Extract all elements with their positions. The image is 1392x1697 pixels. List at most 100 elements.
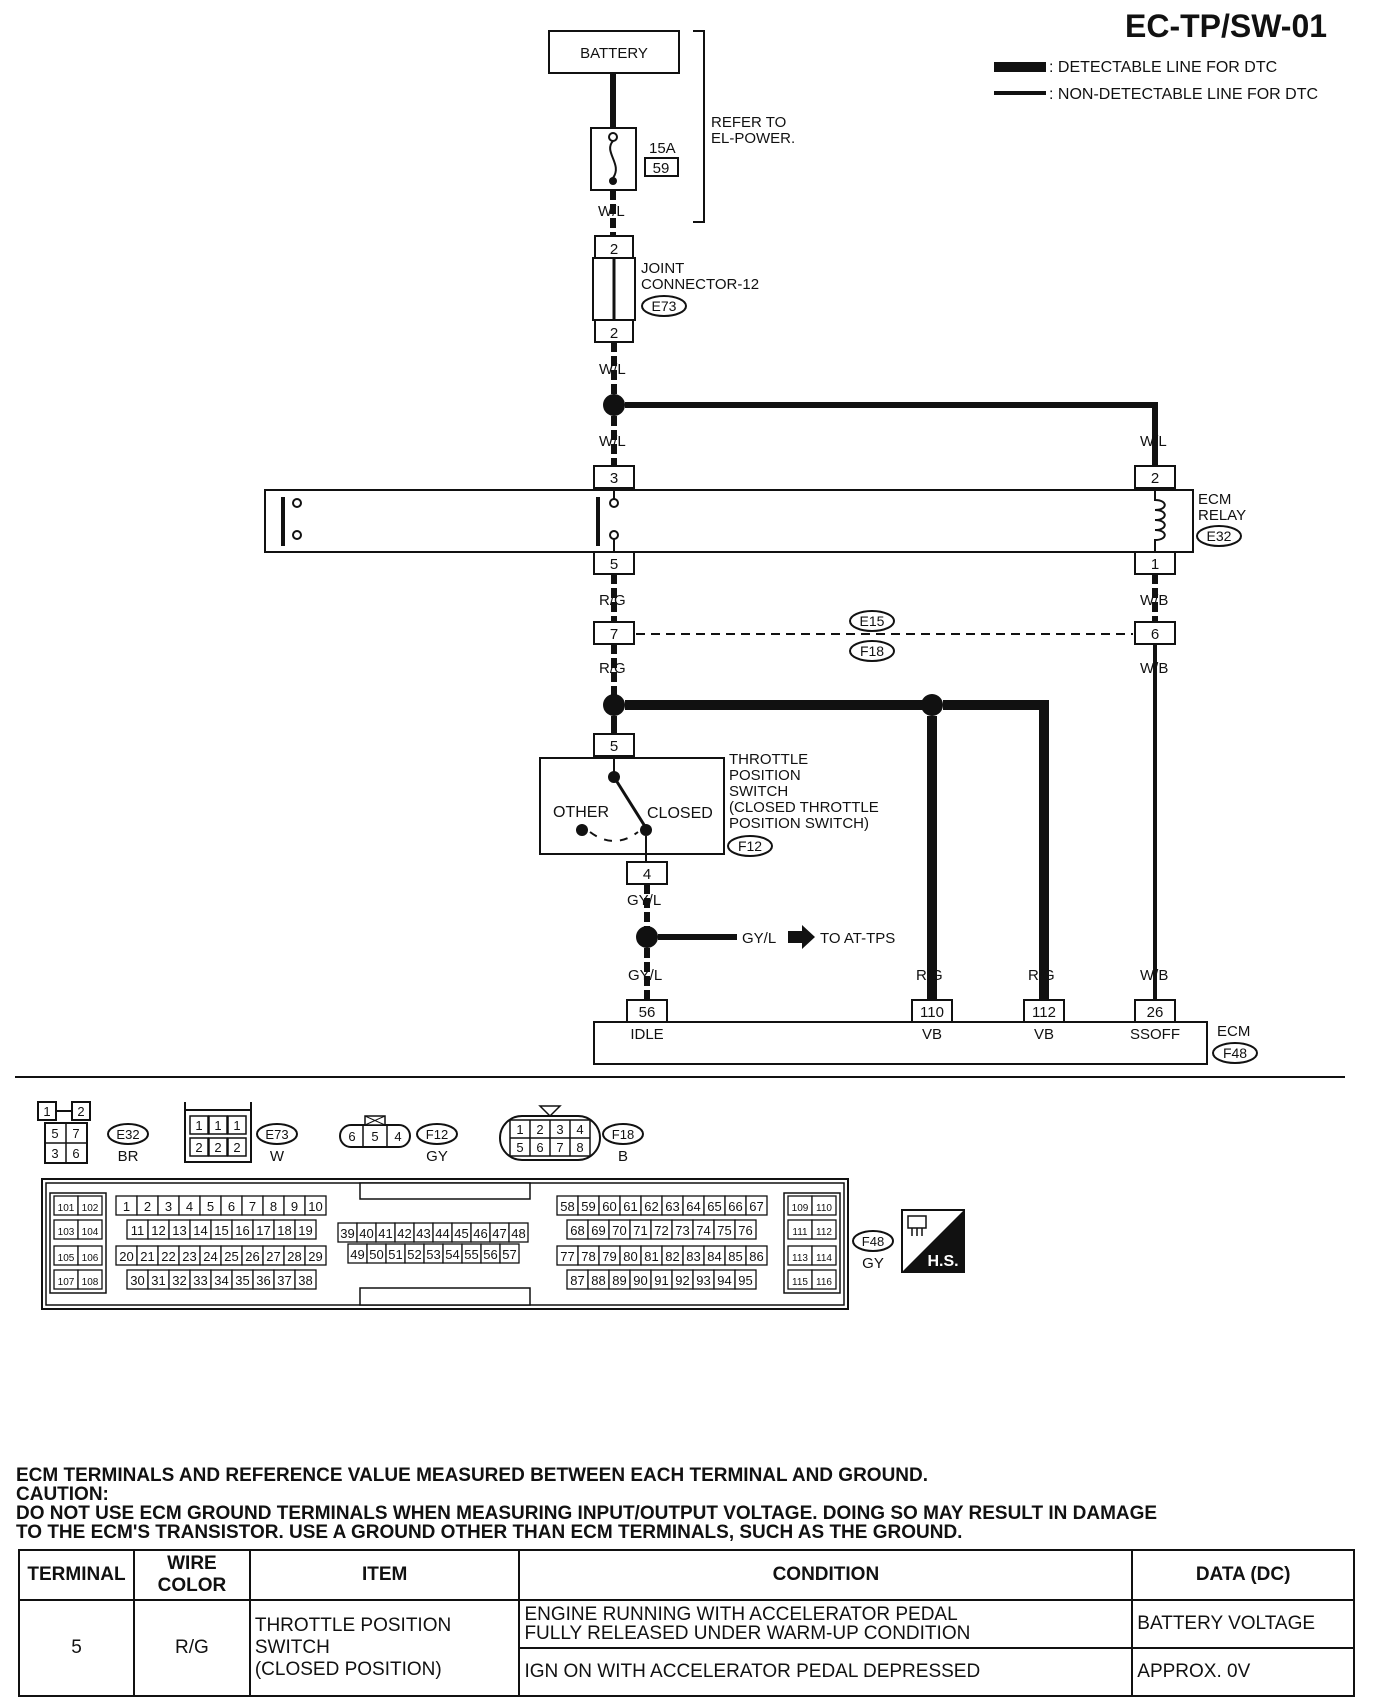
ecm-pin-number: 55 [464, 1247, 478, 1262]
ecm-pin-number: 84 [707, 1249, 721, 1264]
ecm-pin-number: 92 [675, 1273, 689, 1288]
ecm-pin-number: 101 [58, 1203, 75, 1214]
f18-cell-1: 1 [516, 1122, 523, 1137]
ecm-pin-number: 30 [130, 1273, 144, 1288]
ecm-pin-cell [77, 1245, 103, 1266]
ecm-pin-number: 41 [378, 1226, 392, 1241]
wire-label-rg-2: R/G [599, 660, 626, 677]
ecm-pin-number: 74 [696, 1223, 710, 1238]
ecm-pin-number: 15 [214, 1223, 228, 1238]
e73-view-color: W [270, 1148, 285, 1165]
table-row: 5 R/G THROTTLE POSITION SWITCH (CLOSED P… [18, 1599, 1355, 1697]
ecm-pin-number: 32 [172, 1273, 186, 1288]
ecm-pin-number: 35 [235, 1273, 249, 1288]
ecm-pin-number: 77 [560, 1249, 574, 1264]
ecm-pin-number: 95 [738, 1273, 752, 1288]
ecm-pin-number: 104 [82, 1227, 99, 1238]
wire-label-wb-2: W/B [1140, 660, 1168, 677]
ecm-pin-110-num: 110 [920, 1004, 944, 1021]
ecm-term-label-idle: IDLE [630, 1026, 663, 1043]
ecm-pin-number: 103 [58, 1227, 75, 1238]
header-terminal: TERMINAL [18, 1549, 135, 1601]
ecm-pin-number: 19 [298, 1223, 312, 1238]
ecm-wire-110: R/G [916, 967, 943, 984]
ecm-pin-number: 80 [623, 1249, 637, 1264]
item-line1: THROTTLE POSITION [254, 1615, 452, 1636]
ecm-pin-number: 75 [717, 1223, 731, 1238]
ecm-pin-number: 12 [151, 1223, 165, 1238]
fuse-terminal-top [608, 132, 618, 142]
tps-other-label: OTHER [553, 804, 609, 821]
tps-pin-4-num: 4 [643, 866, 651, 883]
wire-rg-to-112 [943, 700, 1049, 1000]
ecm-name: ECM [1217, 1023, 1250, 1040]
ecm-pin-number: 105 [58, 1253, 75, 1264]
tps-name-3: SWITCH [729, 783, 788, 800]
f18-cell-2: 2 [536, 1122, 543, 1137]
ecm-pin-number: 109 [792, 1203, 809, 1214]
wiring-diagram: EC-TP/SW-01 : DETECTABLE LINE FOR DTC : … [15, 8, 1345, 1310]
e32-cell-1: 1 [43, 1104, 50, 1119]
cell-wire-color: R/G [132, 1599, 251, 1697]
ecm-pin-number: 60 [602, 1199, 616, 1214]
splice-wl [603, 394, 625, 416]
relay-id: E32 [1207, 528, 1232, 544]
ecm-pin-number: 61 [623, 1199, 637, 1214]
ecm-pin-number: 79 [602, 1249, 616, 1264]
ecm-pin-number: 87 [570, 1273, 584, 1288]
e32-view-color: BR [118, 1148, 139, 1165]
ecm-pin-number: 21 [140, 1249, 154, 1264]
ecm-pin-number: 76 [738, 1223, 752, 1238]
wire-label-wl-1: W/L [598, 203, 625, 220]
connector-view-f12: 6 5 4 F12 GY [339, 1115, 458, 1165]
inter-pin-6-num: 6 [1151, 626, 1159, 643]
ecm-pin-cell [811, 1219, 837, 1240]
ecm-pin-number: 82 [665, 1249, 679, 1264]
ecm-pin-number: 66 [728, 1199, 742, 1214]
e32-cell-2: 2 [77, 1104, 84, 1119]
ecm-pin-number: 94 [717, 1273, 731, 1288]
e32-cell-7: 7 [72, 1126, 79, 1141]
ecm-pin-number: 57 [502, 1247, 516, 1262]
ecm-pin-number: 47 [492, 1226, 506, 1241]
ecm-pin-number: 25 [224, 1249, 238, 1264]
ecm-pin-number: 85 [728, 1249, 742, 1264]
ecm-pin-number: 2 [144, 1199, 151, 1214]
ecm-pin-number: 107 [58, 1277, 75, 1288]
ecm-pin-number: 112 [816, 1227, 832, 1238]
ecm-pin-number: 54 [445, 1247, 459, 1262]
relay-name-2: RELAY [1198, 507, 1246, 524]
notes-line3: DO NOT USE ECM GROUND TERMINALS WHEN MEA… [16, 1503, 1158, 1524]
ecm-pin-cell [811, 1245, 837, 1266]
e32-cell-6: 6 [72, 1146, 79, 1161]
ecm-pin-number: 73 [675, 1223, 689, 1238]
ecm-pin-cell [499, 1243, 520, 1264]
joint-name-1: JOINT [641, 260, 684, 277]
legend-detectable-swatch [994, 62, 1046, 72]
ecm-pin-number: 108 [82, 1277, 99, 1288]
ecm-pin-number: 114 [816, 1253, 832, 1264]
ecm-pin-number: 67 [749, 1199, 763, 1214]
joint-id: E73 [652, 298, 677, 314]
ecm-pin-cell [811, 1195, 837, 1216]
ecm-pin-number: 83 [686, 1249, 700, 1264]
ecm-pin-number: 111 [792, 1227, 808, 1238]
inter-id-2: F18 [860, 643, 884, 659]
tps-body [539, 757, 725, 855]
ecm-notes: ECM TERMINALS AND REFERENCE VALUE MEASUR… [16, 1466, 1356, 1542]
ecm-pin-number: 58 [560, 1199, 574, 1214]
f12-cell-4: 4 [394, 1129, 401, 1144]
inter-id-oval-1 [849, 610, 895, 632]
ecm-pin-cell [294, 1269, 317, 1290]
tps-switch-path [589, 831, 639, 842]
wire-label-gyl-1: GY/L [627, 892, 661, 909]
ecm-pin-number: 4 [186, 1199, 193, 1214]
legend-non-detectable-text: : NON-DETECTABLE LINE FOR DTC [1049, 86, 1318, 103]
ecm-pin-number: 90 [633, 1273, 647, 1288]
item-line3: (CLOSED POSITION) [254, 1659, 442, 1680]
relay-coil [1154, 490, 1166, 552]
connector-plug-icon [907, 1215, 927, 1229]
ecm-pin-cell [304, 1195, 327, 1216]
tps-closed-label: CLOSED [647, 805, 713, 822]
